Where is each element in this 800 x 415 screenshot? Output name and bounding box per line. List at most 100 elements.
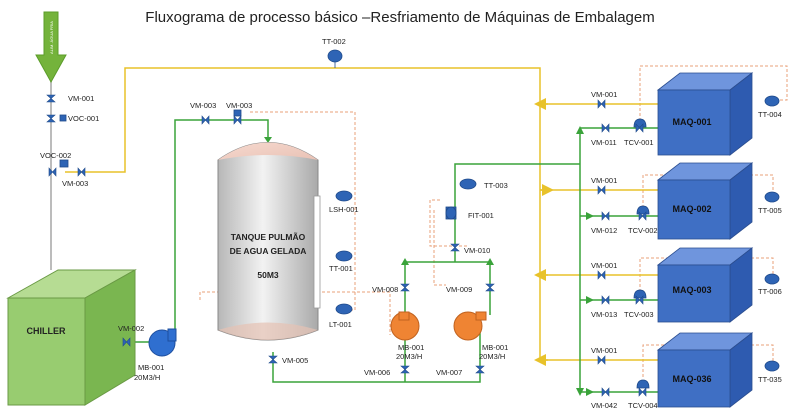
tag-mb-001-main: MB-001 [138, 363, 164, 372]
tag-m3-tt: TT-006 [758, 287, 782, 296]
vm-003-actuator [233, 109, 242, 117]
tag-voc-001: VOC-001 [68, 114, 99, 123]
tcv-002-valve [638, 211, 647, 221]
tag-voc-002: VOC-002 [40, 151, 71, 160]
tag-mb-001-a: MB-001 [398, 343, 424, 352]
vm-006-valve [400, 365, 410, 374]
tag-m3-vm-in: VM-013 [591, 310, 617, 319]
fit-001-bubble [445, 206, 457, 220]
vm-009-valve [485, 283, 495, 292]
hot-return-lines [65, 67, 658, 366]
lt-001-bubble [335, 303, 353, 315]
tag-mb-001-b: MB-001 [482, 343, 508, 352]
vm-002-valve [122, 337, 131, 347]
flow-arrows [264, 126, 594, 396]
tag-labels: TT-002 VM-001 VOC-001 VOC-002 VM-003 VM-… [40, 37, 782, 410]
chiller: CHILLER [6, 269, 137, 406]
water-supply-arrow: ALIM. ÁGUA FRIA [35, 11, 67, 84]
tag-m2-tt: TT-005 [758, 206, 782, 215]
vm-001-m4-valve [597, 355, 606, 365]
voc-001-actuator [59, 114, 67, 122]
instruments [59, 49, 780, 389]
diagram-title: Fluxograma de processo básico –Resfriame… [145, 9, 654, 26]
tag-mb-001-b-cap: 20M3/H [479, 352, 505, 361]
main-pump [148, 328, 177, 357]
tag-tt-003: TT-003 [484, 181, 508, 190]
tcv-001-valve [635, 123, 644, 133]
tag-lsh-001: LSH-001 [329, 205, 359, 214]
tag-m2-tcv: TCV-002 [628, 226, 658, 235]
tag-m3-vm-out: VM-001 [591, 261, 617, 270]
tag-vm-007: VM-007 [436, 368, 462, 377]
tcv-003-valve [635, 295, 644, 305]
vm-003-b-valve [233, 115, 242, 125]
tag-m1-vm-in: VM-011 [591, 138, 617, 147]
buffer-tank: TANQUE PULMÃO DE AGUA GELADA 50M3 [217, 142, 321, 341]
voc-001-valve [46, 114, 56, 123]
tag-tt-002: TT-002 [322, 37, 346, 46]
tank-label-line2: DE AGUA GELADA [230, 246, 307, 256]
machine-maq-003: MAQ-003 [656, 247, 754, 323]
vm-007-valve [475, 365, 485, 374]
tag-m4-tt: TT-035 [758, 375, 782, 384]
tag-m1-tt: TT-004 [758, 110, 782, 119]
vm-001-m3-valve [597, 270, 606, 280]
vm-008-valve [400, 283, 410, 292]
tt-035-bubble [764, 360, 780, 372]
tag-lt-001: LT-001 [329, 320, 352, 329]
chiller-label: CHILLER [27, 326, 66, 336]
tag-mb-001-a-cap: 20M3/H [396, 352, 422, 361]
tt-001-bubble [335, 250, 353, 262]
tag-fit-001: FIT-001 [468, 211, 494, 220]
tt-004-bubble [764, 95, 780, 107]
tcv-004-actuator [636, 379, 650, 389]
tag-vm-003-a: VM-003 [190, 101, 216, 110]
vm-003-left-valve [77, 167, 86, 177]
tag-m3-tcv: TCV-003 [624, 310, 654, 319]
tag-vm-006: VM-006 [364, 368, 390, 377]
machine-maq-002: MAQ-002 [656, 162, 754, 240]
tag-vm-001-top: VM-001 [68, 94, 94, 103]
vm-001-left-valve [46, 94, 56, 103]
machine-maq-001: MAQ-001 [656, 72, 754, 156]
voc-002-actuator [59, 159, 69, 168]
supply-label: ALIM. ÁGUA FRIA [49, 21, 54, 54]
vm-001-m2-valve [597, 185, 606, 195]
tag-m4-vm-in: VM-042 [591, 401, 617, 410]
vm-005-valve [268, 355, 278, 364]
tt-003-bubble [459, 178, 477, 190]
machine-label: MAQ-036 [672, 374, 711, 384]
tag-m2-vm-in: VM-012 [591, 226, 617, 235]
tank-label-line3: 50M3 [257, 270, 279, 280]
vm-013-valve [601, 295, 610, 305]
cold-lines [128, 119, 658, 393]
vm-042-valve [601, 387, 610, 397]
machine-maq-036: MAQ-036 [656, 332, 754, 408]
vm-001-m1-valve [597, 99, 606, 109]
machine-label: MAQ-003 [672, 285, 711, 295]
valves [46, 94, 647, 397]
tag-mb-001-main-cap: 20M3/H [134, 373, 160, 382]
tag-vm-002: VM-002 [118, 324, 144, 333]
machine-label: MAQ-001 [672, 117, 711, 127]
tag-m2-vm-out: VM-001 [591, 176, 617, 185]
tag-vm-010: VM-010 [464, 246, 490, 255]
tcv-004-valve [638, 387, 647, 397]
tank-label-line1: TANQUE PULMÃO [231, 232, 306, 242]
tag-vm-003-b: VM-003 [226, 101, 252, 110]
booster-pump-b [453, 311, 487, 341]
tag-m4-tcv: TCV-004 [628, 401, 658, 410]
tag-tt-001: TT-001 [329, 264, 353, 273]
tt-006-bubble [764, 273, 780, 285]
vm-003-a-valve [201, 115, 210, 125]
voc-002-valve [48, 167, 57, 177]
tag-m1-vm-out: VM-001 [591, 90, 617, 99]
machine-label: MAQ-002 [672, 204, 711, 214]
tt-005-bubble [764, 191, 780, 203]
vm-010-valve [450, 243, 460, 252]
booster-pump-a [390, 311, 420, 341]
tag-m1-tcv: TCV-001 [624, 138, 654, 147]
vm-011-valve [601, 123, 610, 133]
tag-vm-009: VM-009 [446, 285, 472, 294]
